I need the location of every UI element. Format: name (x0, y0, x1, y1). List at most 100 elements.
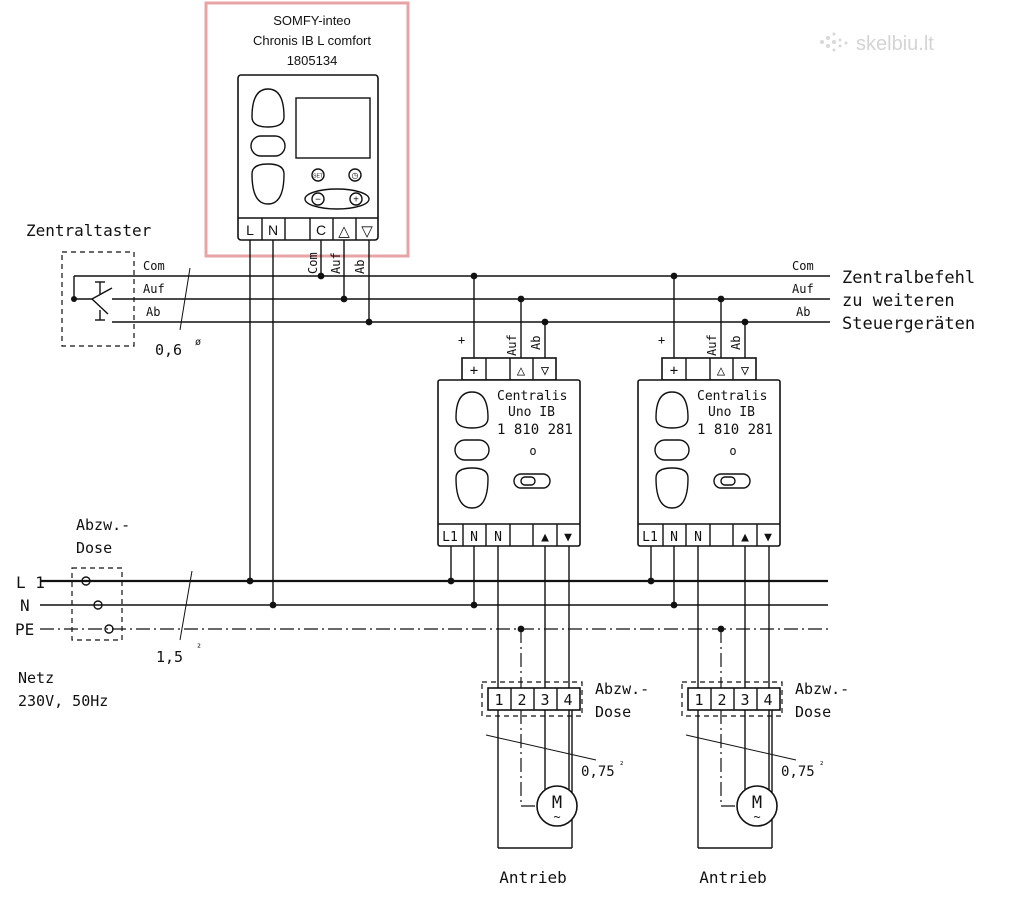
mains-cable-size: 1,5 (156, 648, 183, 666)
switch-cable-mark: ø (195, 337, 201, 348)
watermark: skelbiu.lt (820, 32, 934, 55)
junction-terminal-4: 4 (763, 691, 772, 709)
controller-clock-button-icon (348, 168, 362, 182)
receiver-name: Centralis (697, 389, 767, 404)
controller-minus-plus-rocker (304, 188, 370, 210)
motor-drive-label: Antrieb (699, 868, 766, 887)
svg-text:−: − (315, 195, 321, 206)
receiver-terminal-n2: N (694, 530, 702, 545)
mains-net-line2: 230V, 50Hz (18, 692, 108, 710)
controller-terminal-n: N (268, 222, 278, 238)
junction-terminal-1: 1 (694, 691, 703, 709)
junction-terminal-1: 1 (494, 691, 503, 709)
receiver-terminal-up: △ (517, 363, 526, 379)
receiver-down-icon (455, 467, 489, 509)
receiver-terminal-down-out: ▼ (564, 530, 572, 545)
motor-junction-line2: Dose (795, 703, 831, 721)
motor-symbol: M (752, 793, 762, 813)
motor-cable-mark: ² (619, 761, 624, 771)
central-command-line3: Steuergeräten (842, 314, 975, 334)
svg-text:◷: ◷ (352, 171, 359, 180)
receiver-article: 1 810 281 (697, 422, 773, 438)
mains-junction-line2: Dose (76, 539, 112, 557)
watermark-dots-icon (820, 32, 848, 52)
receiver-terminal-up-out: ▲ (541, 530, 549, 545)
receiver-terminal-down: ▽ (541, 363, 550, 379)
motor-ac-symbol: ~ (553, 810, 560, 824)
receiver-led: o (529, 444, 536, 458)
receiver-stop-icon (654, 439, 690, 461)
controller-stop-icon (250, 135, 286, 157)
central-switch-title: Zentraltaster (26, 221, 152, 240)
receiver-ab-label: Ab (729, 336, 743, 350)
receiver-down-icon (655, 467, 689, 509)
junction-terminal-3: 3 (740, 691, 749, 709)
motor-symbol: M (552, 793, 562, 813)
receiver-plus-label: + (458, 333, 465, 347)
receiver-terminal-n2: N (494, 530, 502, 545)
watermark-text: skelbiu.lt (856, 33, 934, 55)
receiver-up-icon (455, 391, 489, 429)
receiver-plus-label: + (658, 333, 665, 347)
receiver-led: o (729, 444, 736, 458)
mains-cable-mark: ² (196, 643, 202, 654)
svg-text:SET: SET (313, 174, 323, 180)
receiver-terminal-up-out: ▲ (741, 530, 749, 545)
controller-display (295, 97, 371, 159)
motor-ac-symbol: ~ (753, 810, 760, 824)
bus-auf-right-label: Auf (792, 282, 814, 296)
junction-terminal-3: 3 (540, 691, 549, 709)
controller-highlight (204, 1, 410, 258)
switch-cable-size: 0,6 (155, 341, 182, 359)
switch-com-label: Com (143, 259, 165, 273)
controller-terminal-down: ▽ (361, 223, 373, 240)
controller-auf-label: Auf (329, 252, 343, 274)
controller-up-icon (251, 88, 285, 128)
controller-article: 1805134 (287, 53, 338, 68)
receiver-name: Centralis (497, 389, 567, 404)
mains-junction-box (71, 567, 123, 641)
svg-text:+: + (353, 195, 359, 206)
motor-cable-mark: ² (819, 761, 824, 771)
bus-ab-right-label: Ab (796, 305, 810, 319)
controller-plus-icon (349, 192, 363, 206)
controller-set-button-icon (311, 168, 325, 182)
controller-terminal-c: C (316, 222, 326, 238)
mains-pe-label: PE (15, 620, 34, 639)
mains-net-line1: Netz (18, 669, 54, 687)
receiver-terminal-down: ▽ (741, 363, 750, 379)
central-switch-symbol (61, 251, 135, 347)
receiver-terminal-plus: + (670, 363, 678, 379)
junction-terminal-4: 4 (563, 691, 572, 709)
bus-com-right-label: Com (792, 259, 814, 273)
controller-com-label: Com (306, 252, 320, 274)
controller-terminal-up: △ (338, 223, 350, 240)
receiver-terminal-n1: N (470, 530, 478, 545)
mains-lines (40, 570, 828, 641)
motor-junction-line1: Abzw.- (795, 680, 849, 698)
motor-junction-line2: Dose (595, 703, 631, 721)
controller-ab-label: Ab (353, 260, 367, 274)
receiver-terminal-up: △ (717, 363, 726, 379)
controller-down-icon (251, 163, 285, 205)
receiver-terminal-l1: L1 (642, 530, 658, 545)
motor-junction-line1: Abzw.- (595, 680, 649, 698)
receiver-model: Uno IB (508, 405, 555, 420)
motor-cable-size: 0,75 (581, 764, 615, 780)
receiver-auf-label: Auf (505, 334, 519, 356)
switch-auf-label: Auf (143, 282, 165, 296)
motor-icon (736, 785, 778, 827)
receiver-ab-label: Ab (529, 336, 543, 350)
controller-terminal-l: L (246, 222, 254, 238)
controller-device: SET ◷ − + L N C △ ▽ (237, 74, 379, 241)
receiver-stop-icon (454, 439, 490, 461)
motor-icon (536, 785, 578, 827)
controller-model: Chronis IB L comfort (253, 33, 371, 48)
mains-l1-label: L 1 (16, 573, 45, 592)
central-command-line2: zu weiteren (842, 291, 955, 311)
mains-junction-line1: Abzw.- (76, 516, 130, 534)
controller-name: SOMFY-inteo (273, 13, 351, 28)
